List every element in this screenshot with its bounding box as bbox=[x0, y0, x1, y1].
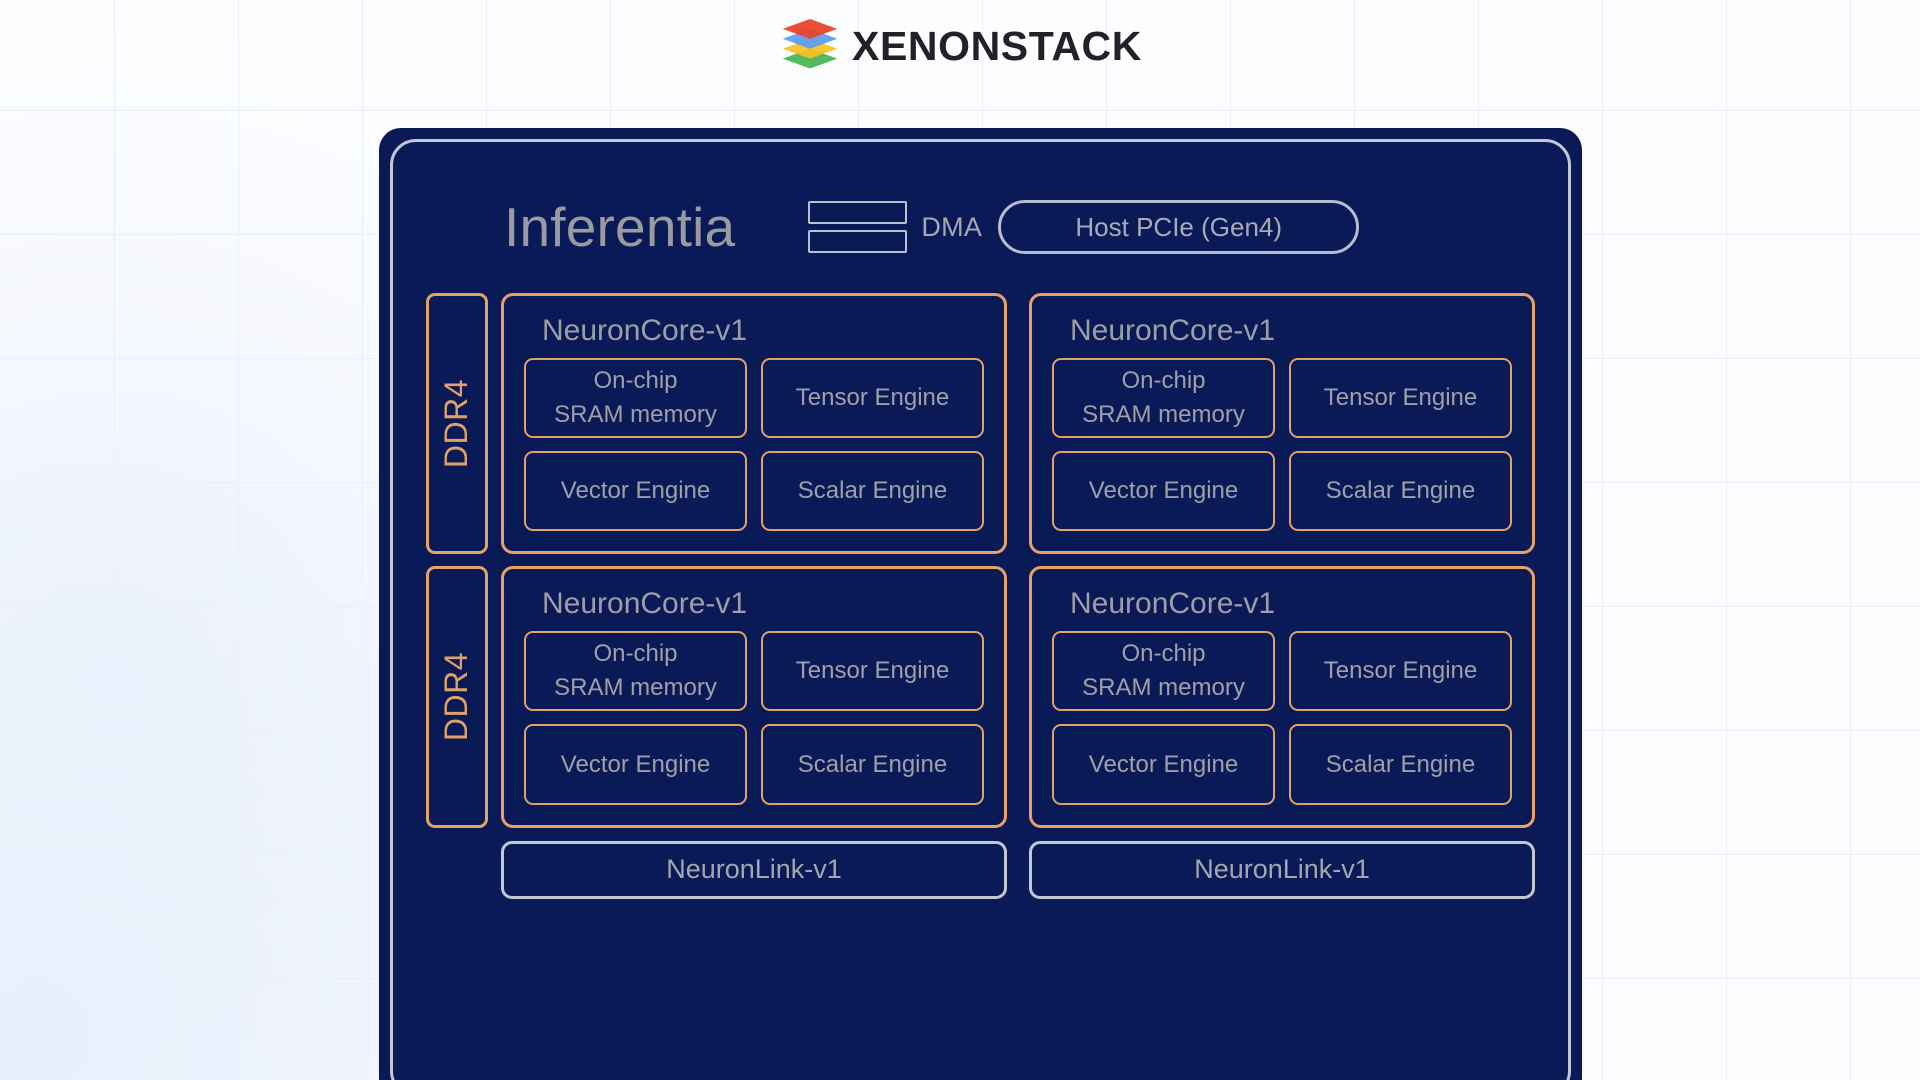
unit-line: On-chip bbox=[593, 367, 678, 394]
neuron-cores-column: NeuronCore-v1 On-chip SRAM memory Tensor… bbox=[501, 293, 1535, 828]
neuron-cores-row: NeuronCore-v1 On-chip SRAM memory Tensor… bbox=[501, 293, 1535, 555]
unit-on-chip-sram: On-chip SRAM memory bbox=[1052, 358, 1275, 439]
unit-scalar-engine: Scalar Engine bbox=[761, 451, 984, 532]
unit-tensor-engine: Tensor Engine bbox=[761, 631, 984, 712]
neuron-link-row: NeuronLink-v1 NeuronLink-v1 bbox=[501, 840, 1535, 899]
ddr-label: DDR4 bbox=[438, 379, 475, 469]
unit-line: Scalar Engine bbox=[1325, 750, 1476, 778]
unit-line: On-chip bbox=[593, 640, 678, 668]
dma-label: DMA bbox=[921, 211, 983, 242]
brand-name: XENONSTACK bbox=[852, 22, 1142, 69]
unit-tensor-engine: Tensor Engine bbox=[761, 358, 984, 439]
unit-line: Tensor Engine bbox=[795, 657, 950, 685]
ddr-block: DDR4 bbox=[426, 566, 488, 828]
unit-line: Tensor Engine bbox=[1323, 384, 1478, 412]
ddr-label: DDR4 bbox=[438, 652, 475, 742]
unit-line: SRAM memory bbox=[554, 401, 717, 429]
unit-scalar-engine: Scalar Engine bbox=[1289, 724, 1512, 805]
unit-scalar-engine: Scalar Engine bbox=[761, 724, 984, 805]
unit-on-chip-sram: On-chip SRAM memory bbox=[524, 358, 747, 439]
neuron-core-units: On-chip SRAM memory Tensor Engine Vector… bbox=[1052, 631, 1512, 805]
unit-line: Vector Engine bbox=[1088, 477, 1239, 505]
unit-line: On-chip bbox=[1121, 640, 1206, 668]
neuron-cores-row: NeuronCore-v1 On-chip SRAM memory Tensor… bbox=[501, 566, 1535, 828]
ddr-column: DDR4 DDR4 bbox=[426, 293, 488, 828]
unit-tensor-engine: Tensor Engine bbox=[1289, 358, 1512, 439]
neuron-core-units: On-chip SRAM memory Tensor Engine Vector… bbox=[1052, 358, 1512, 532]
unit-line: SRAM memory bbox=[554, 674, 717, 702]
host-pcie-badge: Host PCIe (Gen4) bbox=[998, 200, 1360, 254]
ddr-block: DDR4 bbox=[426, 293, 488, 555]
neuron-core-title: NeuronCore-v1 bbox=[1070, 587, 1276, 621]
neuron-core-block: NeuronCore-v1 On-chip SRAM memory Tensor… bbox=[1029, 566, 1535, 828]
stacked-layers-icon bbox=[782, 18, 838, 69]
unit-on-chip-sram: On-chip SRAM memory bbox=[524, 631, 747, 712]
neuron-core-block: NeuronCore-v1 On-chip SRAM memory Tensor… bbox=[501, 566, 1007, 828]
unit-line: Tensor Engine bbox=[1323, 657, 1478, 685]
unit-vector-engine: Vector Engine bbox=[1052, 451, 1275, 532]
unit-vector-engine: Vector Engine bbox=[524, 724, 747, 805]
neuron-core-title: NeuronCore-v1 bbox=[542, 587, 748, 621]
unit-line: Scalar Engine bbox=[1325, 477, 1476, 505]
neuron-core-units: On-chip SRAM memory Tensor Engine Vector… bbox=[524, 358, 984, 532]
unit-line: Vector Engine bbox=[560, 477, 711, 505]
unit-tensor-engine: Tensor Engine bbox=[1289, 631, 1512, 712]
chip-title: Inferentia bbox=[504, 195, 736, 258]
unit-line: On-chip bbox=[1121, 367, 1206, 394]
unit-line: Vector Engine bbox=[1088, 750, 1239, 778]
dma-stacked-bars-icon bbox=[808, 201, 908, 253]
neuron-link-block: NeuronLink-v1 bbox=[501, 840, 1007, 899]
neuron-core-title: NeuronCore-v1 bbox=[542, 314, 748, 347]
unit-line: Scalar Engine bbox=[797, 477, 948, 505]
unit-line: SRAM memory bbox=[1082, 674, 1245, 702]
neuron-link-block: NeuronLink-v1 bbox=[1029, 840, 1535, 899]
unit-vector-engine: Vector Engine bbox=[1052, 724, 1275, 805]
unit-line: Scalar Engine bbox=[797, 750, 948, 778]
chip-body: DDR4 DDR4 NeuronCore-v1 On-chip SRAM mem… bbox=[426, 293, 1535, 828]
unit-on-chip-sram: On-chip SRAM memory bbox=[1052, 631, 1275, 712]
neuron-core-block: NeuronCore-v1 On-chip SRAM memory Tensor… bbox=[1029, 293, 1535, 555]
unit-line: Tensor Engine bbox=[795, 384, 950, 412]
unit-scalar-engine: Scalar Engine bbox=[1289, 451, 1512, 532]
dma-group: DMA Host PCIe (Gen4) bbox=[808, 200, 1360, 254]
inferentia-chip-diagram: Inferentia DMA Host PCIe (Gen4) DDR4 DDR… bbox=[379, 128, 1582, 1080]
brand-header: XENONSTACK bbox=[0, 14, 1920, 76]
chip-header-row: Inferentia DMA Host PCIe (Gen4) bbox=[426, 171, 1535, 283]
neuron-core-title: NeuronCore-v1 bbox=[1070, 314, 1276, 347]
unit-line: Vector Engine bbox=[560, 750, 711, 778]
unit-line: SRAM memory bbox=[1082, 401, 1245, 429]
unit-vector-engine: Vector Engine bbox=[524, 451, 747, 532]
neuron-core-block: NeuronCore-v1 On-chip SRAM memory Tensor… bbox=[501, 293, 1007, 555]
neuron-core-units: On-chip SRAM memory Tensor Engine Vector… bbox=[524, 631, 984, 805]
